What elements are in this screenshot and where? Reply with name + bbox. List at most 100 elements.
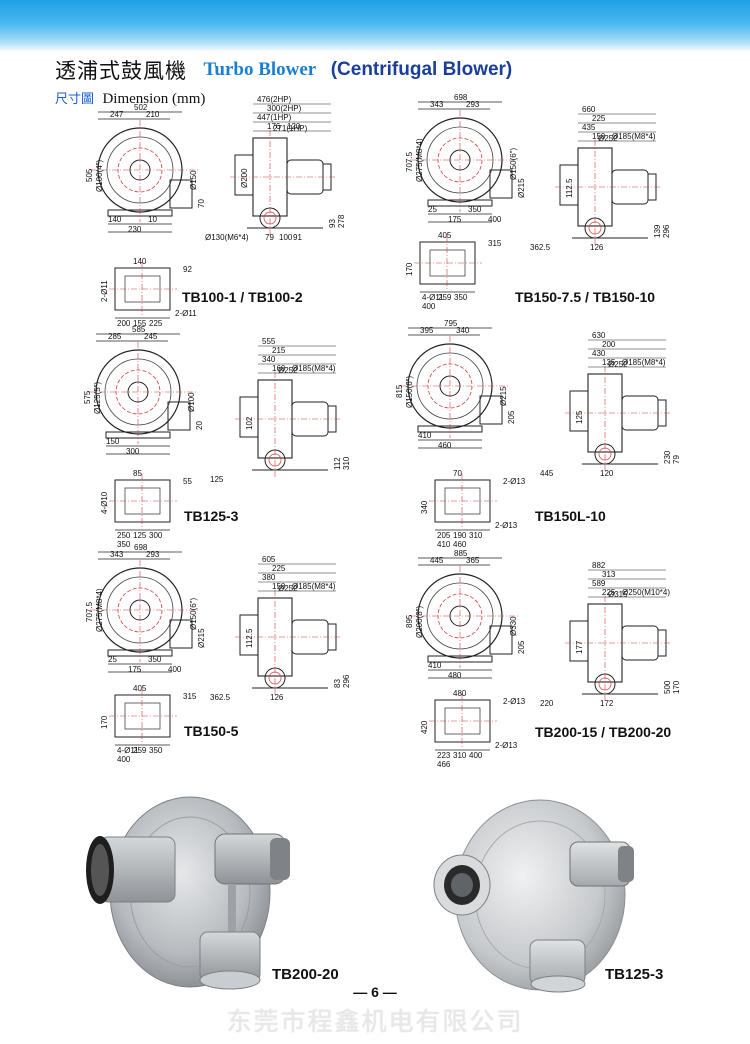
side-dim-12: 278	[337, 214, 346, 228]
base-dim-6: 400	[117, 755, 131, 764]
base-dim-0: 70	[453, 469, 462, 478]
side-dim-3: 150	[592, 132, 606, 141]
base-dim-4: 125	[133, 531, 147, 540]
subheader-english: Dimension (mm)	[102, 91, 206, 107]
front-dim-2: 365	[466, 556, 480, 565]
blower-photo-tb200-20	[86, 796, 290, 990]
side-dim-10: 170	[672, 680, 681, 694]
side-dim-2: 340	[262, 355, 276, 364]
front-dim-9: 350	[468, 205, 482, 214]
title-chinese: 透浦式鼓風機	[55, 59, 187, 83]
side-dim-4: Ø252	[598, 134, 618, 143]
base-dim-6: 2-Ø11	[175, 309, 197, 318]
front-dim-9: 10	[148, 215, 157, 224]
side-dim-0: 882	[592, 561, 606, 570]
side-dim-11: 93	[328, 219, 337, 228]
base-dim-1: 315	[183, 692, 197, 701]
base-dim-3: 4-Ø11	[422, 293, 444, 302]
base-dim-6: 400	[422, 302, 436, 311]
front-dim-10: 400	[168, 665, 182, 674]
side-dim-1: 215	[272, 346, 286, 355]
base-dim-4: 310	[453, 751, 467, 760]
front-dim-0: 585	[132, 325, 146, 334]
front-dim-5: Ø150	[189, 170, 198, 190]
side-dim-9: 500	[663, 680, 672, 694]
subheader-chinese: 尺寸圖	[55, 92, 95, 107]
side-dim-2: 435	[582, 123, 596, 132]
base-dim-6: 350	[117, 540, 131, 549]
side-dim-6: Ø200	[240, 168, 249, 188]
front-dim-8: 300	[126, 447, 140, 456]
side-dim-7: 362.5	[530, 243, 551, 252]
base-dim-2: 4-Ø10	[100, 491, 109, 514]
side-dim-4: Ø252	[278, 366, 298, 375]
front-dim-10: 400	[488, 215, 502, 224]
side-dim-5: Ø185(M8*4)	[612, 132, 656, 141]
side-dim-8: 172	[600, 699, 614, 708]
base-dim-0: 140	[133, 257, 147, 266]
side-dim-7: 362.5	[210, 693, 231, 702]
side-dim-10: 79	[672, 455, 681, 464]
side-dim-7: 445	[540, 469, 554, 478]
side-dim-7: 220	[540, 699, 554, 708]
side-dim-2: 380	[262, 573, 276, 582]
front-dim-5: Ø330	[509, 616, 518, 636]
front-dim-6: Ø215	[517, 178, 526, 198]
front-dim-3: 707.5	[85, 601, 94, 622]
front-dim-5: Ø100	[187, 392, 196, 412]
base-dim-5: 310	[469, 531, 483, 540]
company-watermark: 东莞市程鑫机电有限公司	[226, 1007, 524, 1036]
front-dim-2: 245	[144, 332, 158, 341]
front-dim-6: 205	[507, 410, 516, 424]
side-dim-1: 225	[272, 564, 286, 573]
side-dim-3: 150	[272, 582, 286, 591]
base-dim-6: 466	[437, 760, 451, 769]
side-dim-7: Ø130(M6*4)	[205, 233, 249, 242]
side-dim-3: 176	[267, 122, 281, 131]
photo-label-tb200-20: TB200-20	[272, 966, 339, 983]
side-dim-1: 300(2HP)	[267, 104, 302, 113]
front-dim-1: 445	[430, 556, 444, 565]
base-dim-5: 350	[149, 746, 163, 755]
side-dim-3: 160	[272, 364, 286, 373]
base-dim-3: 200	[117, 319, 131, 328]
side-view: 476(2HP)300(2HP)447(1HP)176271(1HP)120Ø2…	[205, 95, 346, 242]
front-dim-6: Ø215	[197, 628, 206, 648]
front-dim-1: 247	[110, 110, 124, 119]
model-label: TB150L-10	[535, 508, 606, 524]
side-dim-3: 225	[602, 588, 616, 597]
front-dim-1: 395	[420, 326, 434, 335]
base-dim-3: 223	[437, 751, 451, 760]
side-dim-4: Ø252	[608, 360, 628, 369]
side-dim-9: 230	[663, 450, 672, 464]
side-dim-9: 310	[342, 456, 351, 470]
model-label: TB150-7.5 / TB150-10	[515, 289, 655, 305]
base-dim-0: 405	[133, 684, 147, 693]
base-dim-0: 480	[453, 689, 467, 698]
base-dim-0: 405	[438, 231, 452, 240]
base-dim-8: 2-Ø13	[495, 521, 518, 530]
side-dim-6: 112.5	[245, 628, 254, 648]
side-dim-6: 125	[575, 410, 584, 424]
side-dim-8: 112	[333, 457, 342, 470]
side-dim-10: 296	[342, 674, 351, 688]
side-dim-2: 589	[592, 579, 606, 588]
front-dim-7: 25	[428, 205, 437, 214]
front-dim-3: 815	[395, 384, 404, 398]
page-number: — 6 —	[353, 984, 397, 1000]
title-centrifugal-blower: (Centrifugal Blower)	[330, 59, 513, 80]
front-dim-2: 340	[456, 326, 470, 335]
